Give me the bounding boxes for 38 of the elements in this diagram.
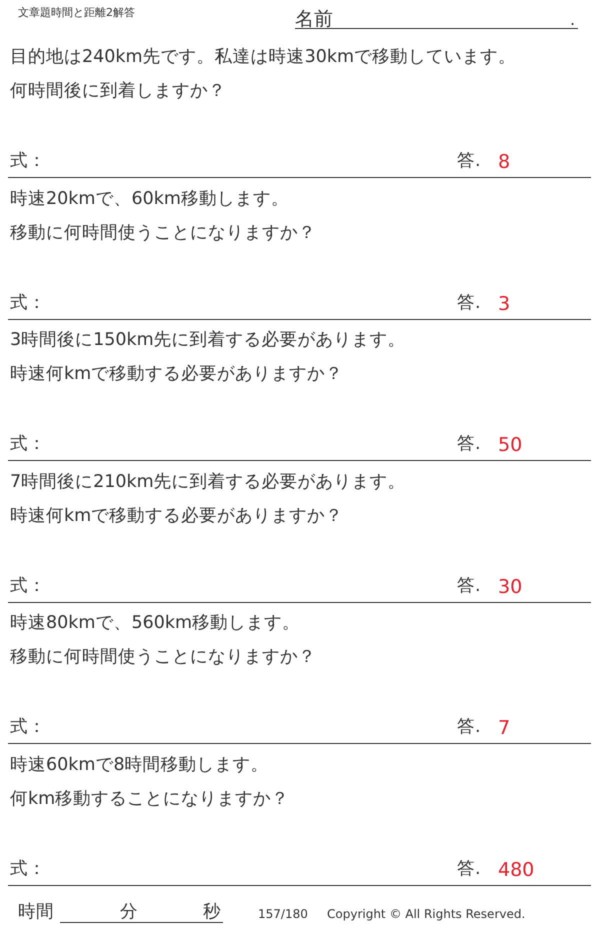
answer-value: 480 xyxy=(498,858,534,882)
question-text: 移動に何時間使うことになりますか？ xyxy=(10,647,316,668)
question-text: 目的地は240km先です。私達は時速30kmで移動しています。 xyxy=(10,47,516,68)
answer-label: 答. xyxy=(457,292,481,314)
question-text: 時速何kmで移動する必要がありますか？ xyxy=(10,364,344,385)
answer-label: 答. xyxy=(457,576,481,596)
question-text: 3時間後に150km先に到着する必要があります。 xyxy=(10,330,406,351)
formula-label: 式： xyxy=(10,434,46,455)
answer-label: 答. xyxy=(457,151,481,172)
answer-label: 答. xyxy=(457,858,481,880)
question-text: 何時間後に到着しますか？ xyxy=(10,81,226,102)
formula-label: 式： xyxy=(10,858,46,880)
question-text: 時速80kmで、560km移動します。 xyxy=(10,613,300,634)
formula-label: 式： xyxy=(10,151,46,172)
seconds-label: 秒 xyxy=(203,902,221,923)
formula-label: 式： xyxy=(10,717,46,738)
question-text: 何km移動することになりますか？ xyxy=(10,788,290,810)
formula-label: 式： xyxy=(10,292,46,314)
name-label: 名前 xyxy=(295,8,333,31)
question-text: 時速何kmで移動する必要がありますか？ xyxy=(10,506,344,526)
answer-label: 答. xyxy=(457,717,481,738)
name-line-end: . xyxy=(570,10,576,30)
answer-value: 3 xyxy=(498,292,510,316)
page-number: 157/180 xyxy=(258,907,308,922)
time-label: 時間 xyxy=(18,902,54,923)
formula-label: 式： xyxy=(10,576,46,596)
answer-label: 答. xyxy=(457,434,481,455)
question-text: 移動に何時間使うことになりますか？ xyxy=(10,222,316,244)
answer-value: 30 xyxy=(498,576,522,598)
copyright-notice: Copyright © All Rights Reserved. xyxy=(327,907,526,922)
question-text: 7時間後に210km先に到着する必要があります。 xyxy=(10,472,406,492)
answer-value: 50 xyxy=(498,434,522,457)
minutes-label: 分 xyxy=(120,902,138,923)
question-text: 時速20kmで、60km移動します。 xyxy=(10,188,289,210)
worksheet-title: 文章題時間と距離2解答 xyxy=(18,6,135,20)
answer-value: 8 xyxy=(498,151,510,174)
answer-value: 7 xyxy=(498,717,510,740)
question-text: 時速60kmで8時間移動します。 xyxy=(10,754,269,776)
